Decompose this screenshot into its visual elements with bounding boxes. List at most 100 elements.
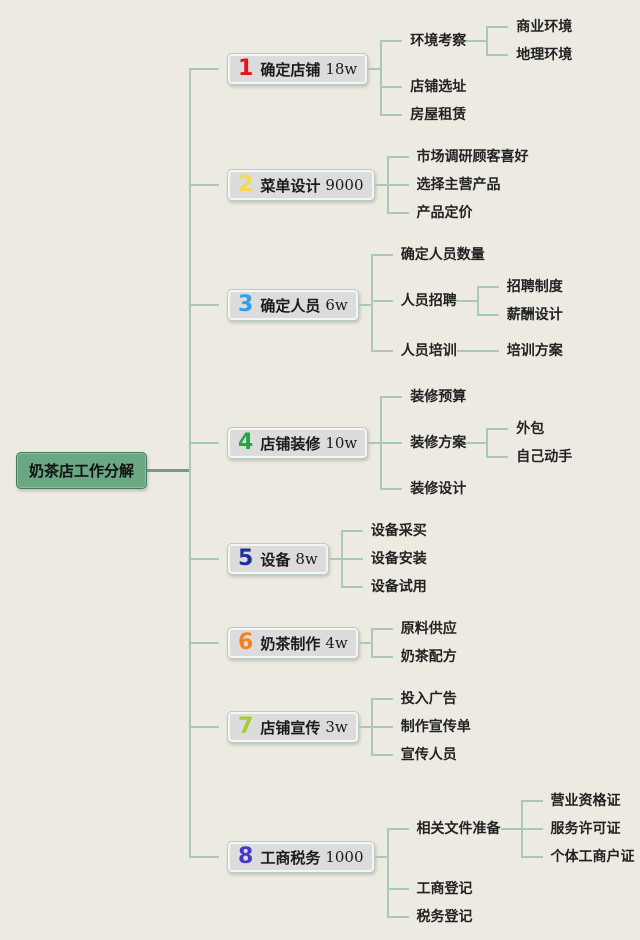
node-label[interactable]: 投入广告 [400,691,457,707]
branch-node-4[interactable]: 4 店铺装修 10w [227,427,369,459]
node-label[interactable]: 相关文件准备 [416,821,501,837]
tree-node: 工商登记 [386,875,635,903]
node-label[interactable]: 房屋租赁 [410,107,467,123]
branch-node-2[interactable]: 2 菜单设计 9000 [227,169,375,201]
node-label[interactable]: 营业资格证 [550,793,621,809]
branch-node-5[interactable]: 5 设备 8w [227,543,329,575]
branch-number: 6 [238,630,254,655]
tree-node: 设备安装 [340,545,427,573]
branch-title: 奶茶制作 [260,634,321,653]
node-label[interactable]: 店铺选址 [410,79,467,95]
children-group: 外包 自己动手 [486,415,572,471]
branch-title: 菜单设计 [260,176,321,195]
tree-node: 营业资格证 [520,787,635,815]
connector-line [358,304,371,306]
tree-node: 外包 [486,415,572,443]
node-label[interactable]: 税务登记 [416,909,473,925]
branch-1: 1 确定店铺 18w 环境考察 商业环境 地理环境 店铺选址 房屋租赁 [189,2,635,136]
node-label[interactable]: 装修预算 [410,389,467,405]
node-label[interactable]: 人员招聘 [400,293,457,309]
children-group: 商业环境 地理环境 [486,13,572,69]
branch-node-7[interactable]: 7 店铺宣传 3w [227,711,359,743]
branch-title: 工商税务 [260,848,321,867]
connector-line [368,442,381,444]
node-label[interactable]: 装修设计 [410,481,467,497]
tree-node: 装修预算 [380,383,572,411]
branch-cost: 9000 [325,176,364,194]
tree-node: 店铺选址 [380,73,572,101]
tree-node: 环境考察 商业环境 地理环境 [380,9,572,73]
branch-number: 2 [238,172,254,197]
tree-node: 薪酬设计 [476,301,563,329]
children-group: 环境考察 商业环境 地理环境 店铺选址 房屋租赁 [380,9,572,129]
node-label[interactable]: 工商登记 [416,881,473,897]
node-label[interactable]: 培训方案 [506,343,563,359]
node-label[interactable]: 产品定价 [416,205,473,221]
branch-title: 店铺宣传 [260,718,321,737]
node-label[interactable]: 宣传人员 [400,747,457,763]
connector-line [466,40,487,42]
branch-cost: 10w [325,434,358,452]
node-label[interactable]: 招聘制度 [506,279,563,295]
tree-node: 相关文件准备 营业资格证 服务许可证 个体工商户证 [386,783,635,875]
tree-node: 税务登记 [386,903,635,931]
node-label[interactable]: 设备安装 [370,551,427,567]
branch-number: 7 [238,714,254,739]
node-label[interactable]: 装修方案 [410,435,467,451]
node-label[interactable]: 人员培训 [400,343,457,359]
node-label[interactable]: 确定人员数量 [400,247,485,263]
root-node[interactable]: 奶茶店工作分解 [16,451,148,489]
node-label[interactable]: 自己动手 [516,449,573,465]
branch-cost: 8w [295,550,318,568]
branch-7: 7 店铺宣传 3w 投入广告 制作宣传单 宣传人员 [189,678,635,776]
node-label[interactable]: 个体工商户证 [550,849,635,865]
node-label[interactable]: 选择主营产品 [416,177,501,193]
node-label[interactable]: 环境考察 [410,33,467,49]
node-label[interactable]: 地理环境 [516,47,573,63]
tree-node: 地理环境 [486,41,572,69]
children-group: 招聘制度 薪酬设计 [476,273,563,329]
node-label[interactable]: 服务许可证 [550,821,621,837]
tree-node: 房屋租赁 [380,101,572,129]
node-label[interactable]: 制作宣传单 [400,719,471,735]
tree-node: 确定人员数量 [370,241,563,269]
tree-node: 原料供应 [370,615,457,643]
node-label[interactable]: 外包 [516,421,545,437]
tree-node: 选择主营产品 [386,171,529,199]
branch-number: 4 [238,430,254,455]
children-group: 相关文件准备 营业资格证 服务许可证 个体工商户证 工商登记 税务登记 [386,783,635,931]
node-label[interactable]: 商业环境 [516,19,573,35]
children-group: 培训方案 [476,337,563,365]
tree-node: 宣传人员 [370,741,471,769]
tree-node: 设备采买 [340,517,427,545]
branch-cost: 6w [325,296,348,314]
node-label[interactable]: 原料供应 [400,621,457,637]
node-label[interactable]: 市场调研顾客喜好 [416,149,529,165]
tree-node: 市场调研顾客喜好 [386,143,529,171]
children-group: 原料供应 奶茶配方 [370,615,457,671]
node-label[interactable]: 薪酬设计 [506,307,563,323]
children-group: 市场调研顾客喜好 选择主营产品 产品定价 [386,143,529,227]
tree-node: 人员培训 培训方案 [370,333,563,369]
branch-node-1[interactable]: 1 确定店铺 18w [227,53,369,85]
branch-node-8[interactable]: 8 工商税务 1000 [227,841,375,873]
tree-node: 产品定价 [386,199,529,227]
tree-node: 培训方案 [476,337,563,365]
connector-line [358,726,371,728]
branch-number: 8 [238,844,254,869]
tree-node: 装修方案 外包 自己动手 [380,411,572,475]
branch-node-3[interactable]: 3 确定人员 6w [227,289,359,321]
branch-4: 4 店铺装修 10w 装修预算 装修方案 外包 自己动手 装修设计 [189,376,635,510]
tree-node: 设备试用 [340,573,427,601]
branch-title: 店铺装修 [260,434,321,453]
children-group: 营业资格证 服务许可证 个体工商户证 [520,787,635,871]
connector-line [500,828,521,830]
root-connector-line [147,468,190,472]
node-label[interactable]: 设备采买 [370,523,427,539]
branch-node-6[interactable]: 6 奶茶制作 4w [227,627,359,659]
node-label[interactable]: 设备试用 [370,579,427,595]
branch-cost: 4w [325,634,348,652]
connector-line [466,442,487,444]
node-label[interactable]: 奶茶配方 [400,649,457,665]
